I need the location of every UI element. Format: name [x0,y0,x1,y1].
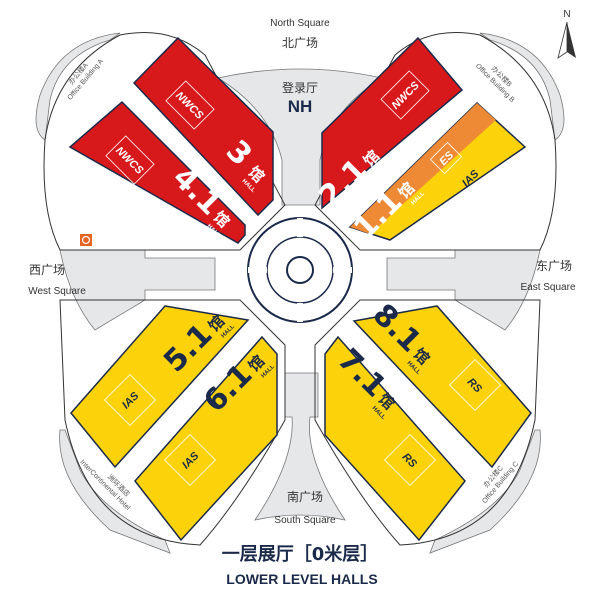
metro-icon [80,234,92,246]
hall-2-1[interactable] [321,36,464,210]
south-square-zh: 南广场 [287,489,323,504]
west-square-area [59,249,216,331]
hall-8-1[interactable] [352,305,532,469]
compass: N [557,9,576,59]
north-arrow-icon [567,22,576,58]
south-square-area [254,372,346,521]
hall-5-1[interactable] [70,305,250,469]
north-square-zh: 北广场 [282,36,318,50]
compass-north-label: N [563,9,570,20]
east-square-en: East Square [520,282,575,293]
hall-4-1[interactable] [68,100,246,244]
east-square-zh: 东广场 [536,259,572,273]
hall-3[interactable] [132,36,274,217]
east-square-area [386,249,541,331]
office-building-b[interactable] [479,32,565,141]
hall-1-1-es-zone [350,103,496,234]
hall-6-1[interactable] [134,335,278,542]
footer-title-en: LOWER LEVEL HALLS [226,571,377,587]
west-square-en: West Square [28,286,86,297]
hall-7-1[interactable] [324,335,466,542]
footer-title-zh: 一层展厅［0米层］ [222,543,379,565]
west-square-zh: 西广场 [29,263,65,277]
registration-hall-code: NH [288,97,313,116]
central-rotunda [247,217,353,323]
registration-hall-zh: 登录厅 [282,80,318,95]
south-square-en: South Square [274,515,336,526]
office-building-a[interactable] [35,32,121,141]
north-square-en: North Square [270,18,330,29]
